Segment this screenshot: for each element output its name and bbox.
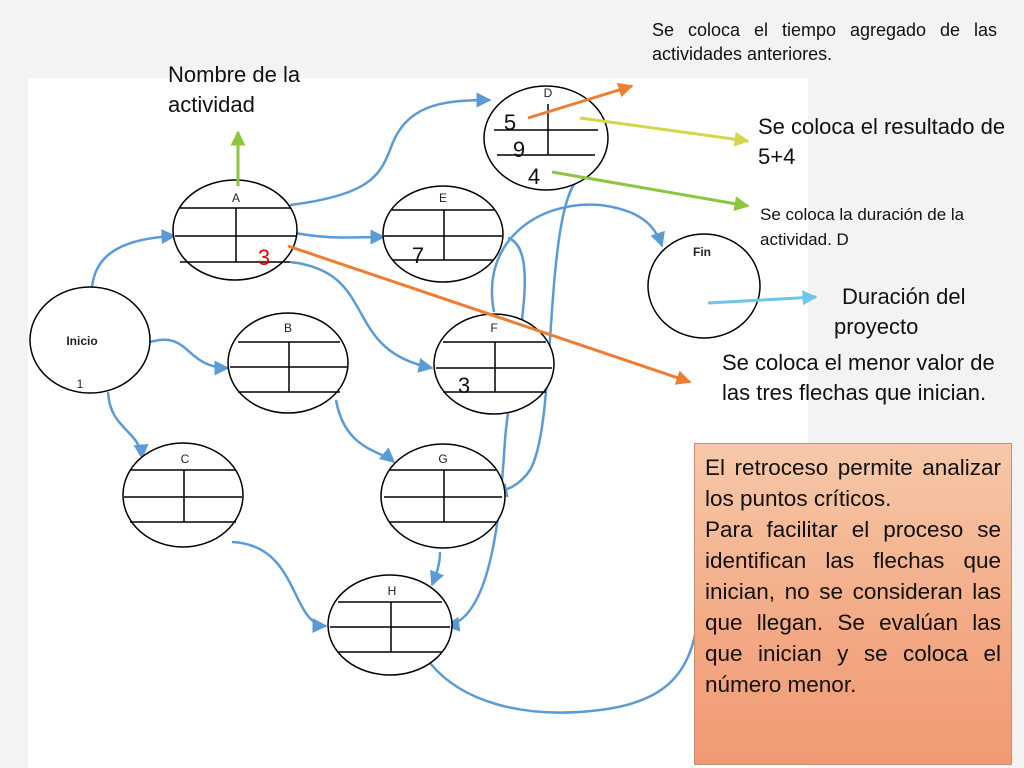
node-d-bottom: 4: [528, 164, 540, 189]
connector-arrows: [90, 92, 715, 714]
node-fin-label: Fin: [693, 245, 711, 259]
info-box-retroceso: El retroceso permite analizar los puntos…: [694, 443, 1012, 765]
arrow-e-h: [444, 236, 526, 632]
node-c: C: [122, 442, 244, 548]
node-a-label: A: [232, 191, 240, 205]
annotation-menor-valor: Se coloca el menor valor de las tres fle…: [722, 350, 995, 405]
annotation-duracion-proyecto: Duración del proyecto: [834, 282, 1014, 342]
node-d-label: D: [544, 86, 553, 100]
node-f: F 3: [433, 313, 555, 415]
arrow-d-g: [492, 170, 591, 498]
arrow-top-orange: [527, 82, 634, 120]
annotation-duracion-actividad: Se coloca la duración de la actividad. D: [760, 205, 965, 249]
arrow-g-h: [430, 551, 444, 587]
node-a: A 3: [172, 179, 298, 281]
node-inicio-number: 1: [77, 377, 84, 391]
node-d-top: 5: [504, 110, 516, 135]
arrow-proyecto-lightblue: [707, 290, 818, 306]
node-a-number: 3: [258, 245, 270, 270]
node-e: E 7: [382, 185, 504, 283]
annotation-nombre-actividad: Nombre de la actividad: [168, 62, 301, 117]
annotation-resultado: Se coloca el resultado de 5+4: [758, 114, 1006, 169]
node-b-label: B: [284, 321, 292, 335]
arrow-menor-orange: [287, 244, 692, 385]
node-h: H: [327, 574, 453, 676]
node-c-label: C: [181, 452, 190, 466]
arrow-resultado-yellow: [579, 116, 750, 147]
annotation-tiempo-agregado: Se coloca el tiempo agregado de las acti…: [652, 20, 997, 64]
node-fin: Fin: [647, 233, 761, 339]
arrow-duracion-green: [551, 170, 750, 212]
arrow-inicio-b: [149, 338, 230, 376]
arrow-f-fin: [490, 203, 665, 313]
node-d-mid: 9: [513, 137, 525, 162]
node-e-label: E: [439, 191, 447, 205]
node-d: D 5 9 4: [483, 85, 609, 191]
arrow-b-g: [334, 399, 396, 463]
node-g-label: G: [438, 452, 447, 466]
node-e-number: 7: [412, 243, 424, 268]
node-inicio: Inicio 1: [29, 286, 151, 394]
annotation-duracion-proyecto-line2: proyecto: [834, 314, 919, 339]
node-f-number: 3: [458, 373, 470, 398]
node-g: G: [380, 443, 506, 549]
arrow-inicio-c: [106, 391, 149, 460]
node-h-label: H: [388, 584, 397, 598]
info-box-paragraph-1: El retroceso permite analizar los puntos…: [705, 455, 1001, 511]
node-inicio-label: Inicio: [66, 334, 97, 348]
arrow-inicio-a: [90, 229, 177, 289]
arrow-a-e: [289, 229, 386, 245]
node-b: B: [227, 312, 349, 414]
node-f-label: F: [490, 321, 497, 335]
info-box-paragraph-2: Para facilitar el proceso se identifican…: [705, 517, 1001, 697]
annotation-duracion-proyecto-line1: Duración del: [842, 284, 966, 309]
arrow-c-h: [231, 540, 328, 634]
arrow-a-d: [289, 92, 492, 207]
arrow-a-f: [289, 260, 434, 373]
